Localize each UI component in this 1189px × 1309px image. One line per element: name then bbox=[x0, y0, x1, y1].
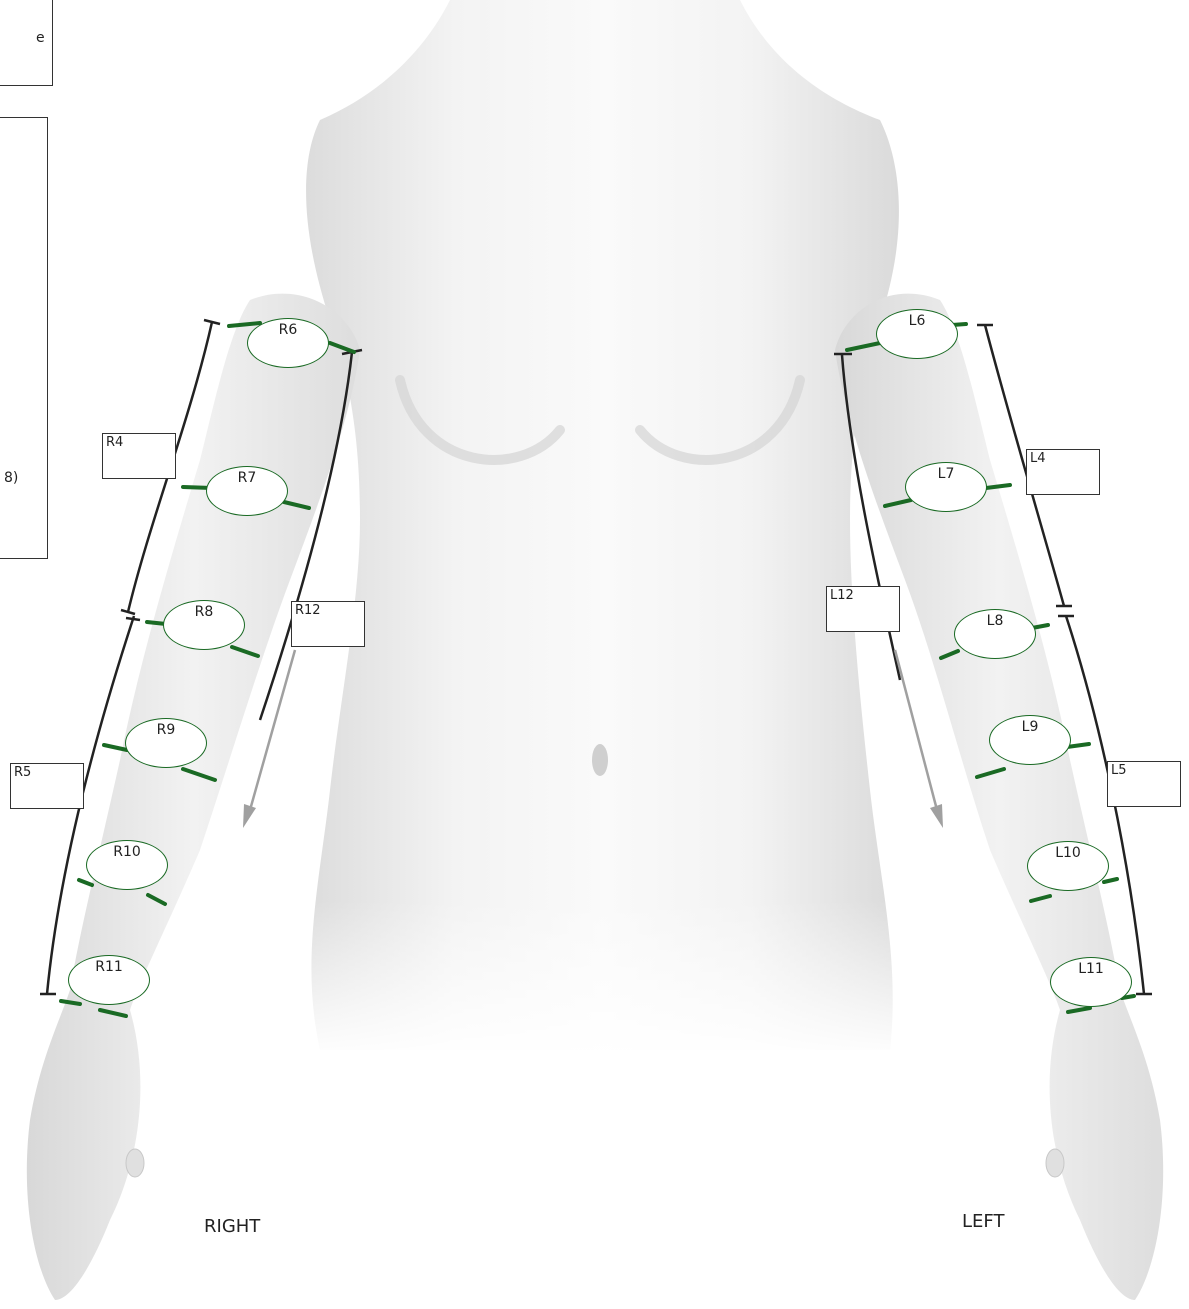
info-panel-main bbox=[0, 117, 48, 559]
box-r12[interactable]: R12 bbox=[291, 601, 365, 647]
right-side-label: RIGHT bbox=[204, 1216, 260, 1237]
box-l12[interactable]: L12 bbox=[826, 586, 900, 632]
navel bbox=[592, 744, 608, 776]
torso bbox=[306, 0, 899, 1050]
info-panel-top bbox=[0, 0, 53, 86]
right-thumb bbox=[126, 1149, 144, 1177]
oval-l8[interactable]: L8 bbox=[954, 609, 1036, 659]
oval-l6[interactable]: L6 bbox=[876, 309, 958, 359]
info-panel-main-text: 8) bbox=[4, 470, 18, 486]
box-l4[interactable]: L4 bbox=[1026, 449, 1100, 495]
oval-r8[interactable]: R8 bbox=[163, 600, 245, 650]
box-l5[interactable]: L5 bbox=[1107, 761, 1181, 807]
oval-r6[interactable]: R6 bbox=[247, 318, 329, 368]
oval-r11[interactable]: R11 bbox=[68, 955, 150, 1005]
oval-r9[interactable]: R9 bbox=[125, 718, 207, 768]
box-r5[interactable]: R5 bbox=[10, 763, 84, 809]
oval-l7[interactable]: L7 bbox=[905, 462, 987, 512]
oval-l9[interactable]: L9 bbox=[989, 715, 1071, 765]
box-r4[interactable]: R4 bbox=[102, 433, 176, 479]
left-thumb bbox=[1046, 1149, 1064, 1177]
l12-arrowhead bbox=[930, 804, 943, 828]
l12-arrow-shaft bbox=[895, 650, 937, 810]
oval-r7[interactable]: R7 bbox=[206, 466, 288, 516]
r12-arrowhead bbox=[243, 804, 256, 828]
left-side-label: LEFT bbox=[962, 1211, 1004, 1232]
oval-r10[interactable]: R10 bbox=[86, 840, 168, 890]
oval-l11[interactable]: L11 bbox=[1050, 957, 1132, 1007]
info-panel-top-text: e bbox=[36, 30, 45, 46]
oval-l10[interactable]: L10 bbox=[1027, 841, 1109, 891]
